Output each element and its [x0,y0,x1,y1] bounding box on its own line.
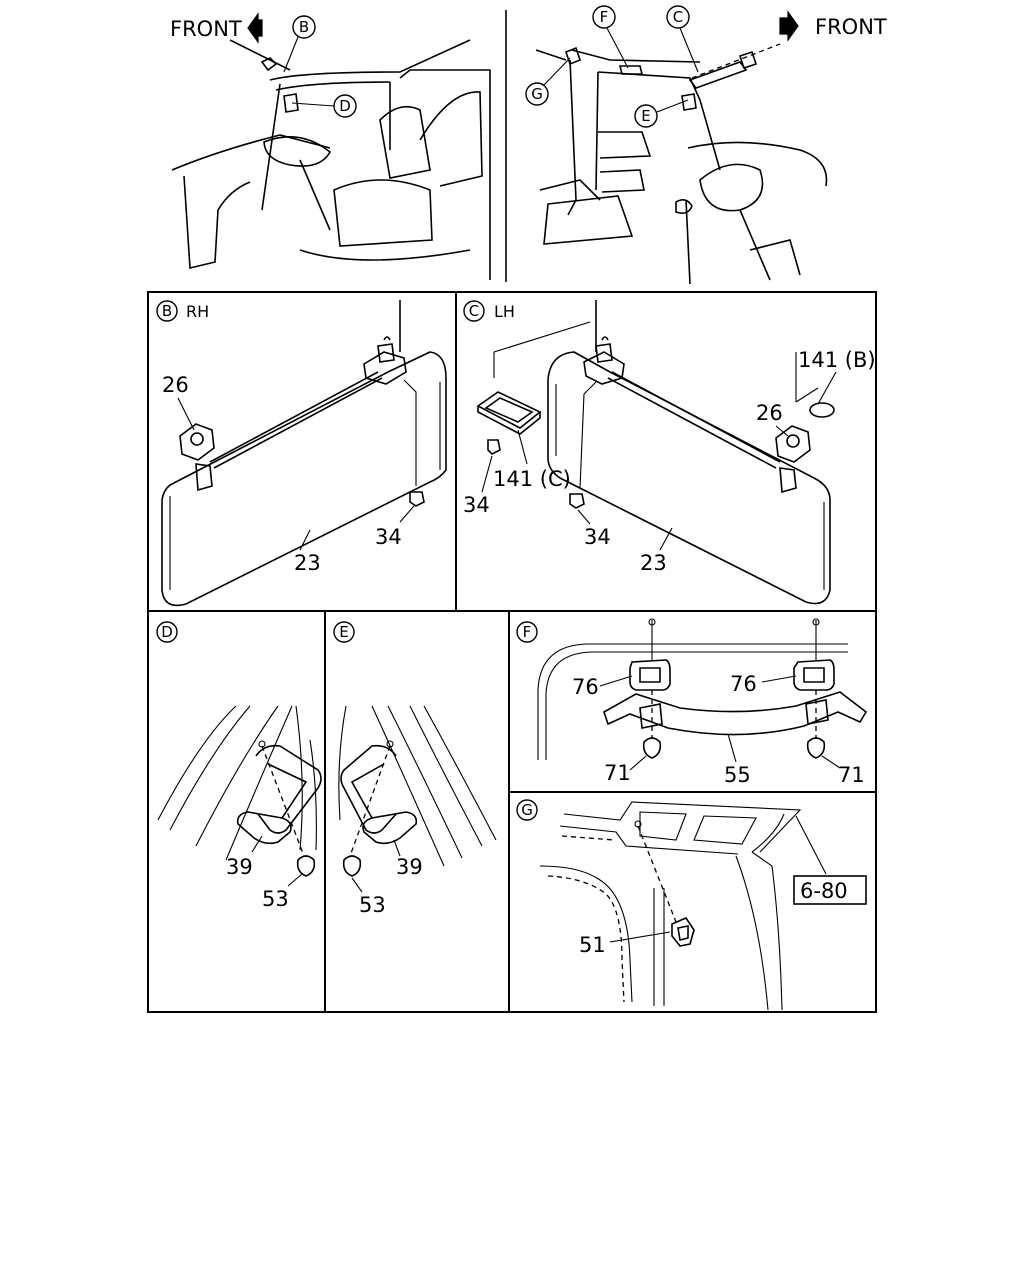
panel-g-badge [516,799,538,821]
callout-f-overview [592,5,616,29]
part-51: 51 [579,933,606,957]
sun-visor-rh [161,351,447,607]
callout-d-overview-letter: D [339,97,351,115]
detail-grid [147,291,877,1013]
part-53-d: 53 [262,887,289,911]
front-arrow-left-icon [247,12,263,44]
callout-g-overview [525,82,549,106]
pad-141b [809,402,835,418]
visor-pivot-rh [363,351,407,385]
screw-34-rh [409,491,425,507]
part-34-c-left: 34 [463,493,490,517]
overview-left: FRONT B D [170,10,507,282]
panel-f-badge [516,621,538,643]
screw-53-e [342,855,362,877]
panel-c: C LH 141 (B) 26 [463,300,876,605]
screw-34-c-left [487,439,501,455]
part-23-rh: 23 [294,551,321,575]
sun-visor-lh [547,351,831,605]
callout-f-overview-letter: F [600,8,609,26]
assist-grip-39-e [340,744,397,834]
visor-clip-26-lh [775,425,811,463]
visor-pivot-lh [583,351,625,385]
panel-f: F 76 76 71 55 71 [516,618,868,787]
clip-51 [671,917,695,947]
bracket-76-right [793,659,835,691]
panel-e-badge [333,621,355,643]
part-39-d: 39 [226,855,253,879]
part-76-left: 76 [572,675,599,699]
callout-c-overview-letter: C [673,8,683,26]
screw-71-right [806,737,826,759]
part-34-rh: 34 [375,525,402,549]
visor-clip-26-rh [179,423,215,461]
ref-box-6-80 [793,875,867,905]
part-34-c-right: 34 [584,525,611,549]
callout-e-overview [634,104,658,128]
screw-71-left [642,737,662,759]
front-label-left: FRONT [170,17,242,41]
panel-b: B RH 26 34 23 [156,300,447,607]
panel-g: G 6-80 51 [516,799,867,1011]
callout-b-overview [292,15,316,39]
part-26-rh: 26 [162,373,189,397]
panel-f-letter: F [523,623,532,641]
ref-6-80: 6-80 [800,879,848,903]
panel-b-badge [156,300,178,322]
callout-g-overview-letter: G [531,85,543,103]
pad-141c [476,391,542,429]
panel-d-letter: D [161,623,173,641]
bracket-76-left [629,659,671,691]
screw-34-c-right [569,493,585,509]
part-76-right: 76 [730,672,757,696]
panel-e: E 39 53 [333,621,497,917]
screw-53-d [296,855,316,877]
callout-c-overview [666,5,690,29]
front-arrow-right-icon [779,10,799,42]
panel-d-badge [156,621,178,643]
panel-c-badge [463,300,485,322]
panel-c-letter: C [469,302,479,320]
part-23-lh: 23 [640,551,667,575]
part-71-left: 71 [604,761,631,785]
part-141b: 141 (B) [798,348,876,372]
panel-e-letter: E [339,623,348,641]
assist-grip-39-d [255,744,322,834]
panel-b-letter: B [162,302,172,320]
part-71-right: 71 [838,763,865,787]
panel-b-title: RH [186,302,209,321]
part-55: 55 [724,763,751,787]
panel-d: D 39 53 [156,621,322,911]
assist-grip-55 [603,691,868,736]
callout-b-overview-letter: B [299,18,309,36]
panel-c-title: LH [494,302,515,321]
callout-e-overview-letter: E [641,107,650,125]
part-141c: 141 (C) [493,467,571,491]
part-39-e: 39 [396,855,423,879]
front-label-right: FRONT [815,15,887,39]
panel-g-letter: G [521,801,533,819]
part-26-lh: 26 [756,401,783,425]
part-53-e: 53 [359,893,386,917]
overview-right: FRONT F C G E [525,5,887,285]
